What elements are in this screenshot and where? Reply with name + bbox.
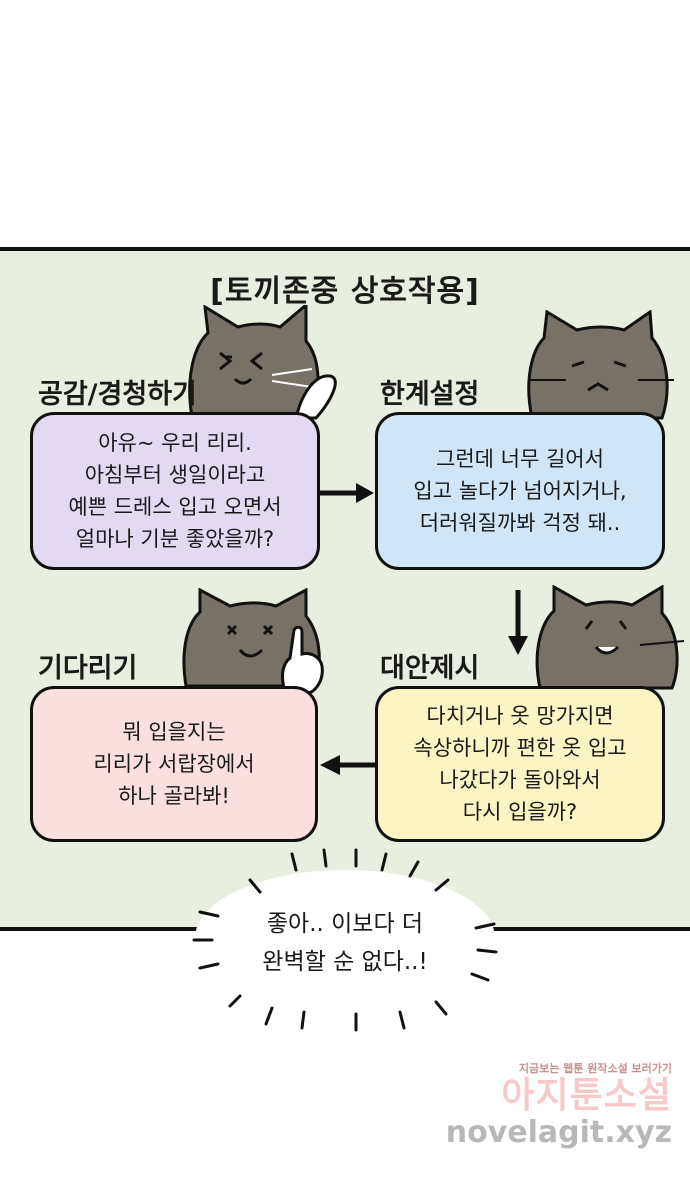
site-watermark: 지금보는 웹툰 원작소설 보러가기 아지툰소설 novelagit.xyz xyxy=(446,1060,672,1150)
step-line: 다치거나 옷 망가지면 xyxy=(426,704,614,728)
watermark-tagline: 지금보는 웹툰 원작소설 보러가기 xyxy=(518,1062,672,1075)
step-line: 아유~ 우리 리리. xyxy=(98,431,252,455)
arrow-down-icon xyxy=(508,590,528,655)
step-label-empathy: 공감/경청하기 xyxy=(38,379,197,410)
step-box-empathy: 아유~ 우리 리리. 아침부터 생일이라고 예쁜 드레스 입고 오면서 얼마나 … xyxy=(30,412,320,570)
step-line: 입고 놀다가 넘어지거나, xyxy=(413,479,627,503)
cat-proud-icon xyxy=(535,585,685,690)
step-line: 속상하니까 편한 옷 입고 xyxy=(413,736,627,760)
step-line: 나갔다가 돌아와서 xyxy=(439,768,601,792)
arrow-right-icon xyxy=(320,483,374,503)
step-box-limit: 그런데 너무 길어서 입고 놀다가 넘어지거나, 더러워질까봐 걱정 돼.. xyxy=(375,412,665,570)
watermark-url: novelagit.xyz xyxy=(445,1115,672,1150)
step-line: 얼마나 기분 좋았을까? xyxy=(75,527,275,551)
step-label-alternative: 대안제시 xyxy=(380,653,480,684)
bubble-line: 완벽할 순 없다..! xyxy=(262,949,428,975)
step-label-waiting: 기다리기 xyxy=(38,653,138,684)
step-line: 하나 골라봐! xyxy=(118,784,230,808)
cat-worried-icon xyxy=(527,310,674,420)
pointing-hand-icon xyxy=(281,626,324,696)
step-line: 예쁜 드레스 입고 오면서 xyxy=(68,495,282,519)
panel-title: [토끼존중 상호작용] xyxy=(210,274,480,309)
step-line: 더러워질까봐 걱정 돼.. xyxy=(419,511,621,535)
step-label-limit: 한계설정 xyxy=(380,379,480,410)
step-line: 리리가 서랍장에서 xyxy=(93,752,255,776)
burst-bubble-text: 좋아.. 이보다 더 완벽할 순 없다..! xyxy=(200,905,490,981)
step-box-alternative: 다치거나 옷 망가지면 속상하니까 편한 옷 입고 나갔다가 돌아와서 다시 입… xyxy=(375,686,665,842)
arrow-left-icon xyxy=(320,755,375,775)
step-line: 뭐 입을지는 xyxy=(122,720,226,744)
step-box-waiting: 뭐 입을지는 리리가 서랍장에서 하나 골라봐! xyxy=(30,686,318,842)
burst-bubble-icon xyxy=(192,848,498,1032)
step-line: 그런데 너무 길어서 xyxy=(436,447,604,471)
rabbit-ear-icon xyxy=(294,374,337,420)
step-line: 아침부터 생일이라고 xyxy=(84,463,266,487)
watermark-brand: 아지툰소설 xyxy=(501,1075,672,1116)
cat-happy-icon xyxy=(188,305,320,419)
bubble-line: 좋아.. 이보다 더 xyxy=(266,911,424,937)
step-line: 다시 입을까? xyxy=(462,800,578,824)
